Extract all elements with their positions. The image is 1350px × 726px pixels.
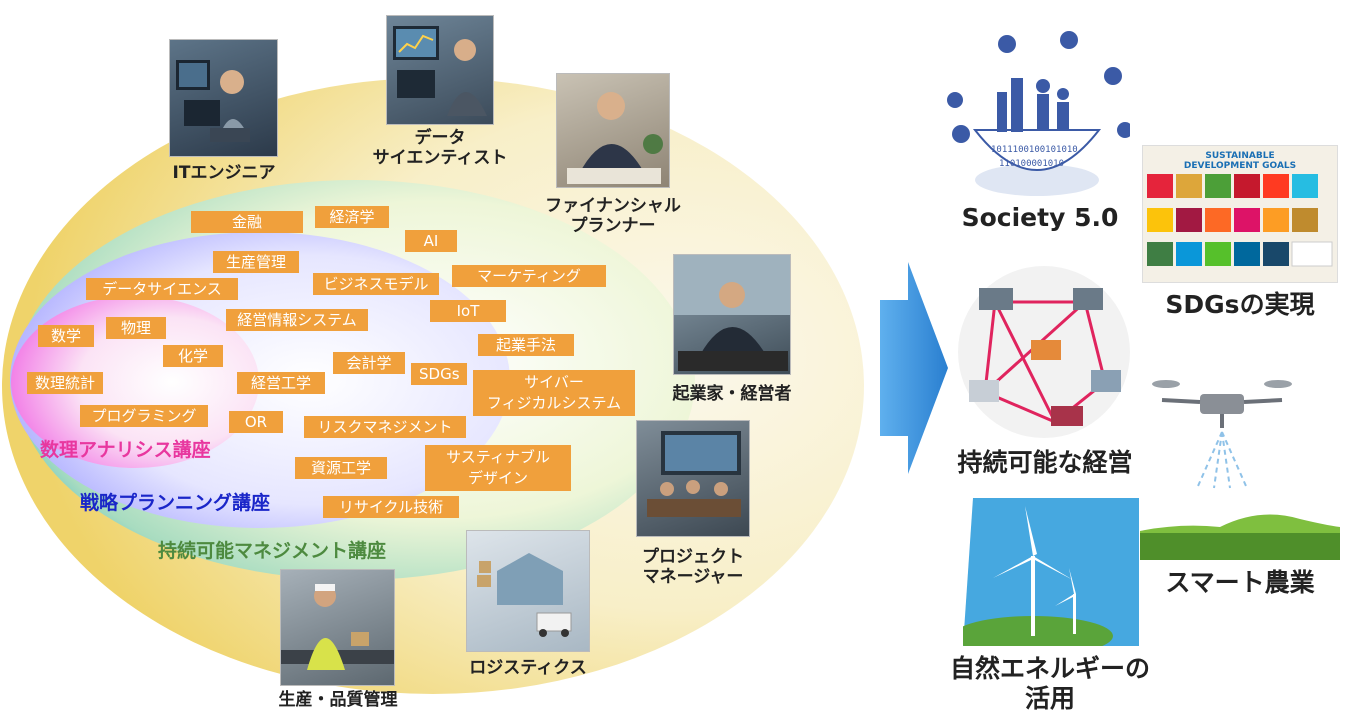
sdgs-poster: SUSTAINABLE DEVELOPMENT GOALS: [1142, 145, 1338, 283]
logistics-illustration: [477, 553, 572, 637]
course-math-label: 数理アナリシス講座: [40, 439, 211, 461]
label-sustainable-mgmt: 持続可能な経営: [957, 448, 1133, 477]
role-production: 生産・品質管理: [278, 690, 398, 710]
tag-kinyu: 金融: [191, 211, 303, 233]
role-data-scientist-line2: サイエンティスト: [372, 148, 508, 168]
svg-text:110100001010: 110100001010: [999, 159, 1064, 169]
tag-data-science: データサイエンス: [86, 278, 238, 300]
data-scientist-illustration: [393, 26, 487, 116]
it-engineer-illustration: [176, 60, 250, 142]
network-illustration: [958, 266, 1130, 438]
arrow-right-shape: [880, 262, 948, 474]
svg-text:1011100100101010: 1011100100101010: [991, 145, 1078, 155]
photo-production: [280, 569, 395, 686]
label-sdgs: SDGsの実現: [1165, 290, 1315, 319]
tag-kigyo: 起業手法: [478, 334, 574, 356]
label-renewable-line2: 活用: [1024, 684, 1075, 713]
tag-shigen: 資源工学: [295, 457, 387, 479]
tag-sugaku: 数学: [38, 325, 94, 347]
photo-entrepreneur: [673, 254, 791, 375]
tag-ai: AI: [405, 230, 457, 252]
role-pm-line2: マネージャー: [642, 567, 744, 587]
drone-icon: [1152, 380, 1292, 489]
label-society50: Society 5.0: [961, 203, 1119, 232]
tag-suri-tokei: 数理統計: [27, 372, 103, 394]
entrepreneur-illustration: [674, 255, 790, 371]
tag-keiei-joho: 経営情報システム: [226, 309, 368, 331]
tag-iot: IoT: [430, 300, 506, 322]
course-strategy-label: 戦略プランニング講座: [80, 492, 271, 514]
wind-turbine-icon: [953, 498, 1139, 656]
tag-sustainable-design: サスティナブル デザイン: [425, 445, 571, 491]
tag-kagaku: 化学: [163, 345, 223, 367]
sdgs-grid: [1147, 174, 1333, 267]
sustainable-mgmt-illustration: [955, 262, 1133, 442]
photo-it-engineer: [169, 39, 278, 157]
role-financial-planner: ファイナンシャル プランナー: [526, 196, 700, 236]
tag-sdgs: SDGs: [411, 363, 467, 385]
field-icon: [1140, 514, 1340, 560]
role-logistics: ロジスティクス: [469, 658, 587, 678]
sdgs-title-line1: SUSTAINABLE: [1205, 151, 1275, 161]
drone-illustration: [1152, 372, 1292, 492]
photo-logistics: [466, 530, 590, 652]
course-sustain-label: 持続可能マネジメント講座: [158, 540, 387, 562]
tag-sustainable-line1: サスティナブル: [446, 448, 550, 466]
tag-butsuri: 物理: [106, 317, 166, 339]
tag-sustainable-line2: デザイン: [467, 469, 528, 487]
tag-keiei-kogaku: 経営工学: [237, 372, 325, 394]
society50-globe: 1011100100101010 110100001010: [947, 31, 1133, 196]
tag-programming: プログラミング: [80, 405, 208, 427]
tag-keizaigaku: 経済学: [315, 206, 389, 228]
wind-illustration: [953, 498, 1139, 656]
photo-financial-planner: [556, 73, 670, 188]
photo-project-manager: [636, 420, 750, 537]
photo-data-scientist: [386, 15, 494, 125]
tag-cyber-physical: サイバー フィジカルシステム: [473, 370, 635, 416]
tag-marketing: マーケティング: [452, 265, 606, 287]
tag-cyber-line2: フィジカルシステム: [486, 394, 622, 412]
tag-business-model: ビジネスモデル: [313, 273, 439, 295]
field-illustration: [1140, 505, 1340, 560]
sdgs-title-line2: DEVELOPMENT GOALS: [1183, 161, 1297, 171]
tag-recycle: リサイクル技術: [323, 496, 459, 518]
role-data-scientist-line1: データ: [414, 128, 466, 148]
role-it-engineer: ITエンジニア: [172, 163, 276, 183]
role-project-manager: プロジェクト マネージャー: [616, 547, 770, 587]
role-data-scientist: データ サイエンティスト: [356, 128, 524, 168]
role-fp-line1: ファイナンシャル: [545, 196, 681, 216]
production-illustration: [281, 584, 394, 670]
project-manager-illustration: [647, 431, 741, 517]
tag-cyber-line1: サイバー: [524, 373, 584, 391]
role-pm-line1: プロジェクト: [642, 547, 744, 567]
label-renewable-line1: 自然エネルギーの: [949, 654, 1150, 683]
tag-kaikeigaku: 会計学: [333, 352, 405, 374]
tag-risk: リスクマネジメント: [304, 416, 466, 438]
tag-seisankanri: 生産管理: [213, 251, 299, 273]
financial-planner-illustration: [567, 92, 663, 184]
label-renewable: 自然エネルギーの 活用: [930, 654, 1170, 714]
role-entrepreneur: 起業家・経営者: [672, 384, 792, 404]
tag-or: OR: [229, 411, 283, 433]
sdgs-poster-title: SUSTAINABLE DEVELOPMENT GOALS: [1143, 151, 1337, 171]
label-smart-agri: スマート農業: [1165, 568, 1315, 597]
society50-illustration: 1011100100101010 110100001010: [945, 30, 1133, 205]
role-fp-line2: プランナー: [570, 216, 656, 236]
